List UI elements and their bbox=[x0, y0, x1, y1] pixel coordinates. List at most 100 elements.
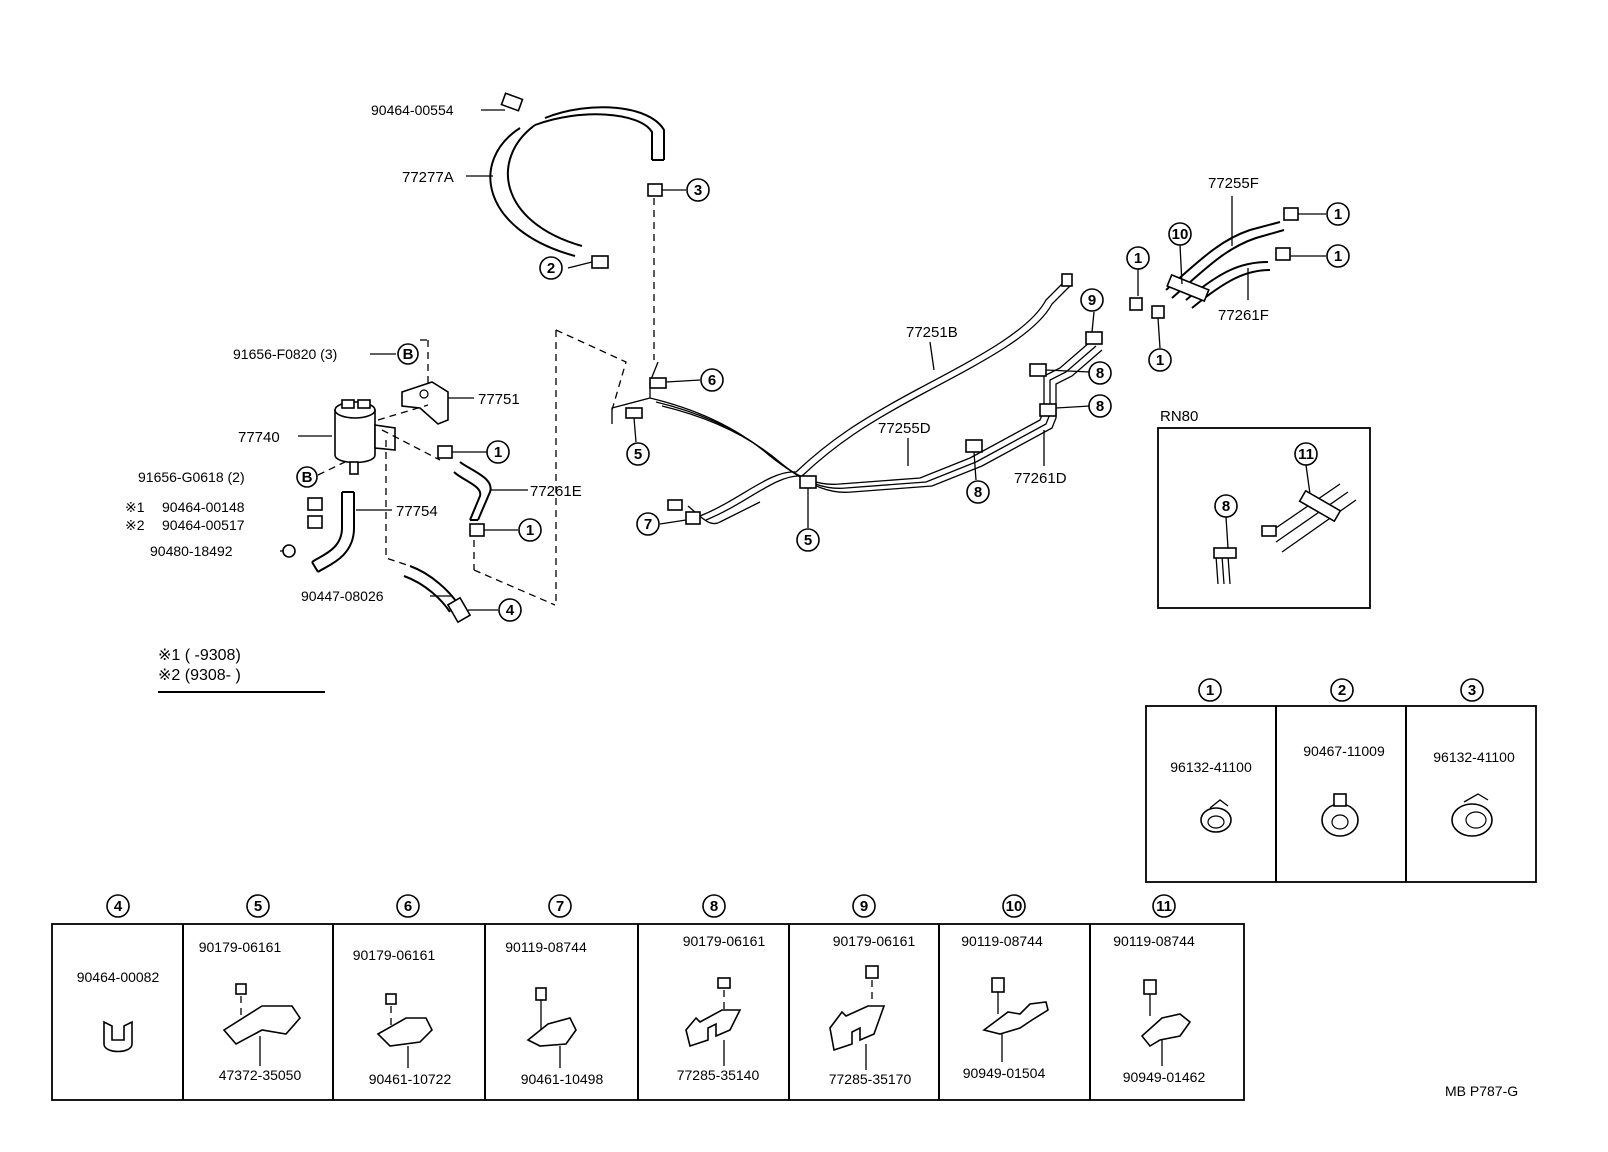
svg-text:7: 7 bbox=[644, 516, 652, 533]
callout-9-a: 9 bbox=[1080, 288, 1104, 312]
label-90447-08026: 90447-08026 bbox=[301, 588, 384, 604]
svg-text:2: 2 bbox=[547, 260, 555, 277]
callout-2: 2 bbox=[539, 256, 563, 280]
clip-1-icon bbox=[469, 523, 485, 537]
svg-text:11: 11 bbox=[1298, 446, 1314, 463]
bolt-icon bbox=[717, 977, 731, 989]
bolt-icon bbox=[1143, 979, 1157, 995]
svg-text:90949-01462: 90949-01462 bbox=[1123, 1069, 1206, 1085]
callout-8-d: 8 bbox=[1214, 494, 1238, 518]
svg-text:8: 8 bbox=[974, 484, 982, 501]
svg-text:1: 1 bbox=[1134, 250, 1142, 267]
callout-6-a: 6 bbox=[700, 368, 724, 392]
clip-3-icon bbox=[1451, 793, 1493, 837]
table-bottom-col-6: 6 90179-06161 90461-10722 bbox=[353, 894, 452, 1087]
canister-77740 bbox=[334, 399, 396, 475]
svg-text:4: 4 bbox=[114, 898, 123, 915]
drawing-code: MB P787-G bbox=[1445, 1083, 1518, 1099]
table-bottom-col-7: 7 90119-08744 90461-10498 bbox=[505, 894, 603, 1087]
svg-text:90461-10722: 90461-10722 bbox=[369, 1071, 452, 1087]
table-bottom-col-5: 5 90179-06161 47372-35050 bbox=[199, 894, 301, 1083]
callout-1-c: 1 bbox=[1326, 202, 1350, 226]
svg-text:8: 8 bbox=[1222, 498, 1230, 515]
svg-text:6: 6 bbox=[708, 372, 716, 389]
svg-text:96132-41100: 96132-41100 bbox=[1170, 759, 1252, 775]
table-bottom-col-4: 4 90464-00082 bbox=[77, 894, 160, 1053]
clip-1-icon bbox=[1275, 247, 1291, 261]
callout-3: 3 bbox=[686, 178, 710, 202]
svg-text:10: 10 bbox=[1172, 226, 1189, 243]
clip-1-icon bbox=[1129, 297, 1143, 311]
svg-text:7: 7 bbox=[556, 898, 564, 915]
svg-text:10: 10 bbox=[1006, 898, 1023, 915]
clamp-5-icon bbox=[625, 407, 643, 419]
table-top-col-2: 2 90467-11009 bbox=[1303, 678, 1385, 837]
clamp-table-bottom: 4 90464-00082 5 90179-06161 47372-35050 … bbox=[51, 894, 1245, 1101]
svg-text:8: 8 bbox=[1096, 398, 1104, 415]
svg-text:4: 4 bbox=[506, 602, 515, 619]
hose-77277A bbox=[489, 92, 665, 257]
callout-10-a: 10 bbox=[1168, 222, 1192, 246]
label-77255F: 77255F bbox=[1208, 175, 1259, 192]
svg-text:8: 8 bbox=[1096, 365, 1104, 382]
label-77754: 77754 bbox=[396, 503, 438, 520]
clamp-8-icon bbox=[1213, 547, 1237, 559]
svg-text:B: B bbox=[403, 346, 414, 363]
footnote-1: ※1 ( -9308) bbox=[158, 647, 241, 664]
label-90464-00554: 90464-00554 bbox=[371, 102, 454, 118]
label-91656-F0820: 91656-F0820 (3) bbox=[233, 346, 337, 362]
clip-1-icon bbox=[437, 445, 453, 459]
label-77255D: 77255D bbox=[878, 420, 931, 437]
svg-text:11: 11 bbox=[1156, 898, 1172, 915]
svg-text:1: 1 bbox=[494, 444, 502, 461]
label-77251B: 77251B bbox=[906, 324, 958, 341]
svg-text:9: 9 bbox=[1088, 292, 1096, 309]
clamp-9-icon bbox=[1085, 331, 1103, 345]
clamp-8-icon bbox=[965, 439, 983, 453]
clip-2-icon bbox=[1321, 793, 1359, 837]
clamp-11-icon bbox=[1140, 1013, 1192, 1048]
callout-8-a: 8 bbox=[966, 480, 990, 504]
svg-text:8: 8 bbox=[710, 898, 718, 915]
label-90464-00517: 90464-00517 bbox=[162, 517, 245, 533]
callout-1-f: 1 bbox=[1148, 348, 1172, 372]
clamp-5-icon bbox=[799, 475, 817, 489]
svg-text:90179-06161: 90179-06161 bbox=[683, 933, 766, 949]
svg-text:90467-11009: 90467-11009 bbox=[1303, 743, 1385, 759]
clip-1-icon bbox=[1283, 207, 1299, 221]
clip-4-icon bbox=[103, 1020, 133, 1053]
clamp-7-icon bbox=[685, 511, 701, 525]
svg-text:90119-08744: 90119-08744 bbox=[961, 933, 1043, 949]
mark-2: ※2 bbox=[125, 517, 145, 533]
svg-text:1: 1 bbox=[1334, 248, 1342, 265]
svg-text:77285-35170: 77285-35170 bbox=[829, 1071, 912, 1087]
clip-2-icon bbox=[591, 255, 609, 269]
clip-1-icon bbox=[1151, 305, 1165, 319]
svg-text:90949-01504: 90949-01504 bbox=[963, 1065, 1046, 1081]
svg-text:1: 1 bbox=[1334, 206, 1342, 223]
clamp-9-icon bbox=[829, 1005, 886, 1052]
svg-text:1: 1 bbox=[1206, 682, 1214, 699]
svg-text:90179-06161: 90179-06161 bbox=[199, 939, 282, 955]
clip-table-top: 1 96132-41100 2 90467-11009 3 96132-4110… bbox=[1145, 678, 1537, 883]
hoses-77255F-77261F bbox=[1165, 221, 1285, 309]
svg-text:1: 1 bbox=[526, 522, 534, 539]
hose-clip-icon bbox=[500, 92, 524, 112]
callout-1-b: 1 bbox=[518, 518, 542, 542]
footnote-2: ※2 (9308- ) bbox=[158, 667, 241, 684]
svg-text:77285-35140: 77285-35140 bbox=[677, 1067, 760, 1083]
clip-3-icon bbox=[647, 183, 663, 197]
callout-11-a: 11 bbox=[1294, 442, 1318, 466]
table-top-col-1: 1 96132-41100 bbox=[1170, 678, 1252, 833]
svg-text:9: 9 bbox=[860, 898, 868, 915]
clamp-10-icon bbox=[982, 1001, 1049, 1035]
callout-8-c: 8 bbox=[1088, 361, 1112, 385]
label-77740: 77740 bbox=[238, 429, 280, 446]
svg-text:90464-00082: 90464-00082 bbox=[77, 969, 160, 985]
table-bottom-col-10: 10 90119-08744 90949-01504 bbox=[961, 894, 1049, 1081]
hose-77261E bbox=[453, 461, 492, 521]
label-90480-18492: 90480-18492 bbox=[150, 543, 233, 559]
svg-text:3: 3 bbox=[1468, 682, 1476, 699]
hose-90447-08026 bbox=[403, 565, 472, 624]
